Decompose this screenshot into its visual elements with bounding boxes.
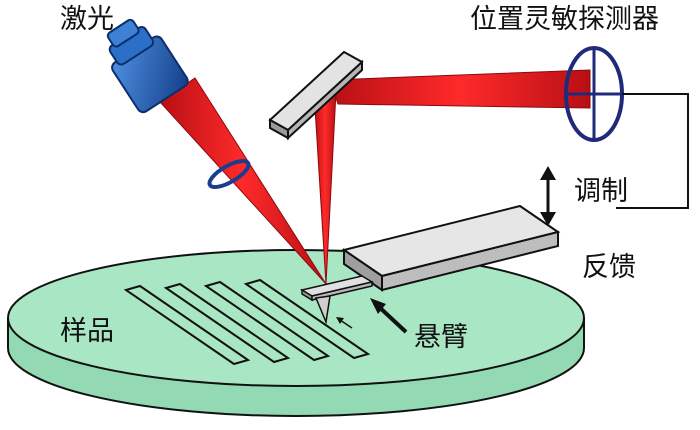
- lens-ring: [207, 159, 251, 189]
- scan-arrow-icon: [336, 317, 353, 329]
- mirror: [268, 50, 364, 141]
- detector-icon: [564, 46, 624, 142]
- cantilever-tip: [314, 295, 331, 325]
- label-modulation: 调制: [574, 176, 628, 207]
- laser-icon: [106, 18, 327, 285]
- double-arrow-icon: [540, 166, 556, 226]
- label-sample: 样品: [60, 316, 114, 347]
- stripe: [243, 278, 371, 360]
- cantilever: [300, 275, 374, 325]
- label-cantilever: 悬臂: [414, 322, 468, 353]
- cantilever-block: [341, 204, 561, 292]
- label-feedback: 反馈: [582, 252, 636, 283]
- cantilever-pointer-arrow: [370, 298, 408, 334]
- stripe: [163, 282, 291, 364]
- label-detector: 位置灵敏探测器: [470, 4, 659, 35]
- laser-beam-to-detector: [329, 69, 591, 109]
- feedback-wire: [616, 93, 689, 209]
- stripe: [123, 284, 251, 366]
- stripe: [203, 280, 331, 362]
- sample-stripes: [123, 278, 371, 366]
- label-laser: 激光: [60, 4, 114, 35]
